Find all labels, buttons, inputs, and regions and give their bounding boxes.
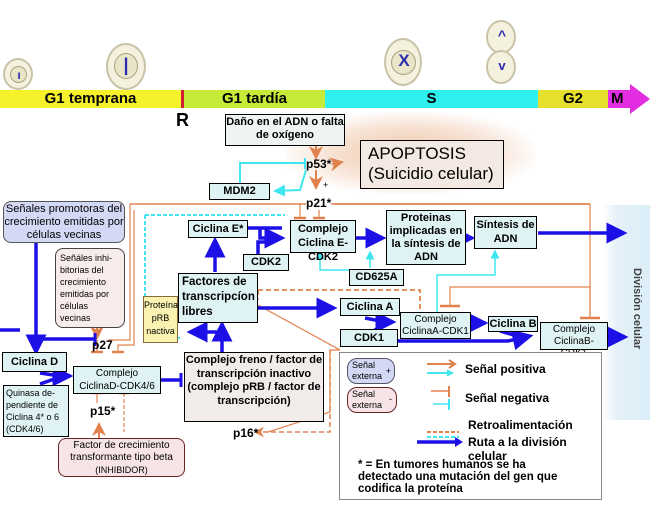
legend-symbols <box>427 359 459 438</box>
cdk2-box: CDK2 <box>243 254 289 271</box>
restriction-point-marker <box>181 90 184 108</box>
cyclin-d-box: Ciclina D <box>2 352 67 372</box>
complex-a-name: CiclinaA-CDK1 <box>402 326 469 337</box>
cell-s-phase-icon: X <box>384 38 422 86</box>
free-transcription-factors-box: Factores de transcripcíon libres <box>178 273 258 323</box>
complex-e-title: Complejo <box>297 223 349 235</box>
plus-sign: + <box>323 180 329 190</box>
cyclin-b-box: Ciclina B <box>488 316 538 332</box>
apoptosis-subtitle: (Suicidio celular) <box>368 164 494 183</box>
legend-ext-pos-sign: + <box>385 366 391 376</box>
orange-feedback-line <box>258 289 421 312</box>
cell-early-g1-icon: ı <box>3 58 33 90</box>
apoptosis-box: APOPTOSIS (Suicidio celular) <box>360 140 504 189</box>
legend-external-negative: Señal externa - <box>347 387 397 413</box>
cyclin-e-box: Ciclina E* <box>188 220 248 238</box>
cyclin-a-box: Ciclina A <box>340 298 400 316</box>
legend-negative-label: Señal negativa <box>465 391 550 405</box>
cell-m-phase-bottom-icon: v <box>486 50 516 84</box>
legend-feedback-label: Retroalimentación <box>468 418 573 432</box>
legend-ext-pos-label: Señal externa <box>352 360 383 381</box>
cyclin-e-cdk2-complex: Complejo Ciclina E-CDK2 <box>290 220 356 263</box>
cd625a-box: CD625A <box>349 269 404 286</box>
dna-damage-box: Daño en el ADN o falta de oxígeno <box>225 114 345 146</box>
legend-ext-neg-label: Señal externa <box>352 389 383 410</box>
phase-g1-temprana: G1 temprana <box>0 90 181 108</box>
tgf-line1: Factor de crecimiento <box>73 440 170 451</box>
p21-label: p21* <box>306 196 332 210</box>
p53-to-mdm2-arrow <box>273 169 307 197</box>
dna-synthesis-proteins-box: Proteinas implicadas en la síntesis de A… <box>386 210 466 265</box>
complex-b-title: Complejo <box>552 324 596 335</box>
legend-external-positive: Señal externa + <box>347 358 395 384</box>
inactive-transcription-complex-box: Complejo freno / factor de transcripción… <box>184 352 324 422</box>
cdk4-6-box: Quinasa de-pendiente de Ciclina 4* o 6 (… <box>3 385 69 437</box>
growth-promoting-signals: Señales promotoras del crecimiento emiti… <box>3 201 125 243</box>
legend-positive-label: Señal positiva <box>465 362 546 376</box>
cyclin-a-cdk1-complex: Complejo CiclinaA-CDK1 <box>400 312 471 339</box>
cell-late-g1-icon: | <box>106 43 146 90</box>
legend-route-label: Ruta a la división celular <box>468 435 567 463</box>
mdm2-inhibits-p53 <box>239 162 305 183</box>
inactive-prb-protein-box: Proteína pRB nactiva <box>143 296 178 343</box>
tgf-line3: (INHIBIDOR) <box>95 465 148 475</box>
phase-s: S <box>325 90 538 108</box>
cyclin-b-cdk1-complex: Complejo CiclinaB-CDK1 <box>540 322 608 359</box>
complex-d-title: Complejo <box>95 368 139 379</box>
complex-d-name: CiclinaD-CDK4/6 <box>79 380 155 392</box>
legend-ext-neg-sign: - <box>389 394 392 404</box>
tgf-beta-inhibitor-box: Factor de crecimiento transformante tipo… <box>58 438 185 477</box>
p16-label: p16* <box>233 426 259 440</box>
p53-to-apoptosis-arrow <box>328 157 344 172</box>
phase-g1-tardia: G1 tardía <box>184 90 325 108</box>
cdk1-box: CDK1 <box>340 329 398 347</box>
mdm2-box: MDM2 <box>209 183 270 200</box>
complex-a-title: Complejo <box>414 314 457 325</box>
legend-route-arrow <box>417 437 463 447</box>
p15-label: p15* <box>90 404 116 418</box>
complex-e-name: Ciclina E-CDK2 <box>297 237 349 263</box>
p53-label: p53* <box>306 157 332 171</box>
timeline-arrow-head <box>630 84 650 114</box>
cyclin-d-cdk4-6-complex: Complejo CiclinaD-CDK4/6 <box>73 366 161 394</box>
dna-synthesis-box: Síntesis de ADN <box>474 216 537 249</box>
growth-inhibitory-signals: Señáles inhi-bitorias del crecimiento em… <box>55 248 125 328</box>
cell-division-label: División celular <box>631 268 643 350</box>
legend-footnote: * = En tumores humanos se ha detectado u… <box>358 459 558 495</box>
restriction-point-label: R <box>176 110 189 130</box>
tgf-line2: transformante tipo beta <box>70 452 173 463</box>
phase-g2: G2 <box>538 90 608 108</box>
apoptosis-title: APOPTOSIS <box>368 144 466 163</box>
legend: Señal externa + Señal externa - Señal po… <box>339 352 602 500</box>
phase-m: M <box>608 90 630 108</box>
p27-label: p27 <box>92 338 113 352</box>
